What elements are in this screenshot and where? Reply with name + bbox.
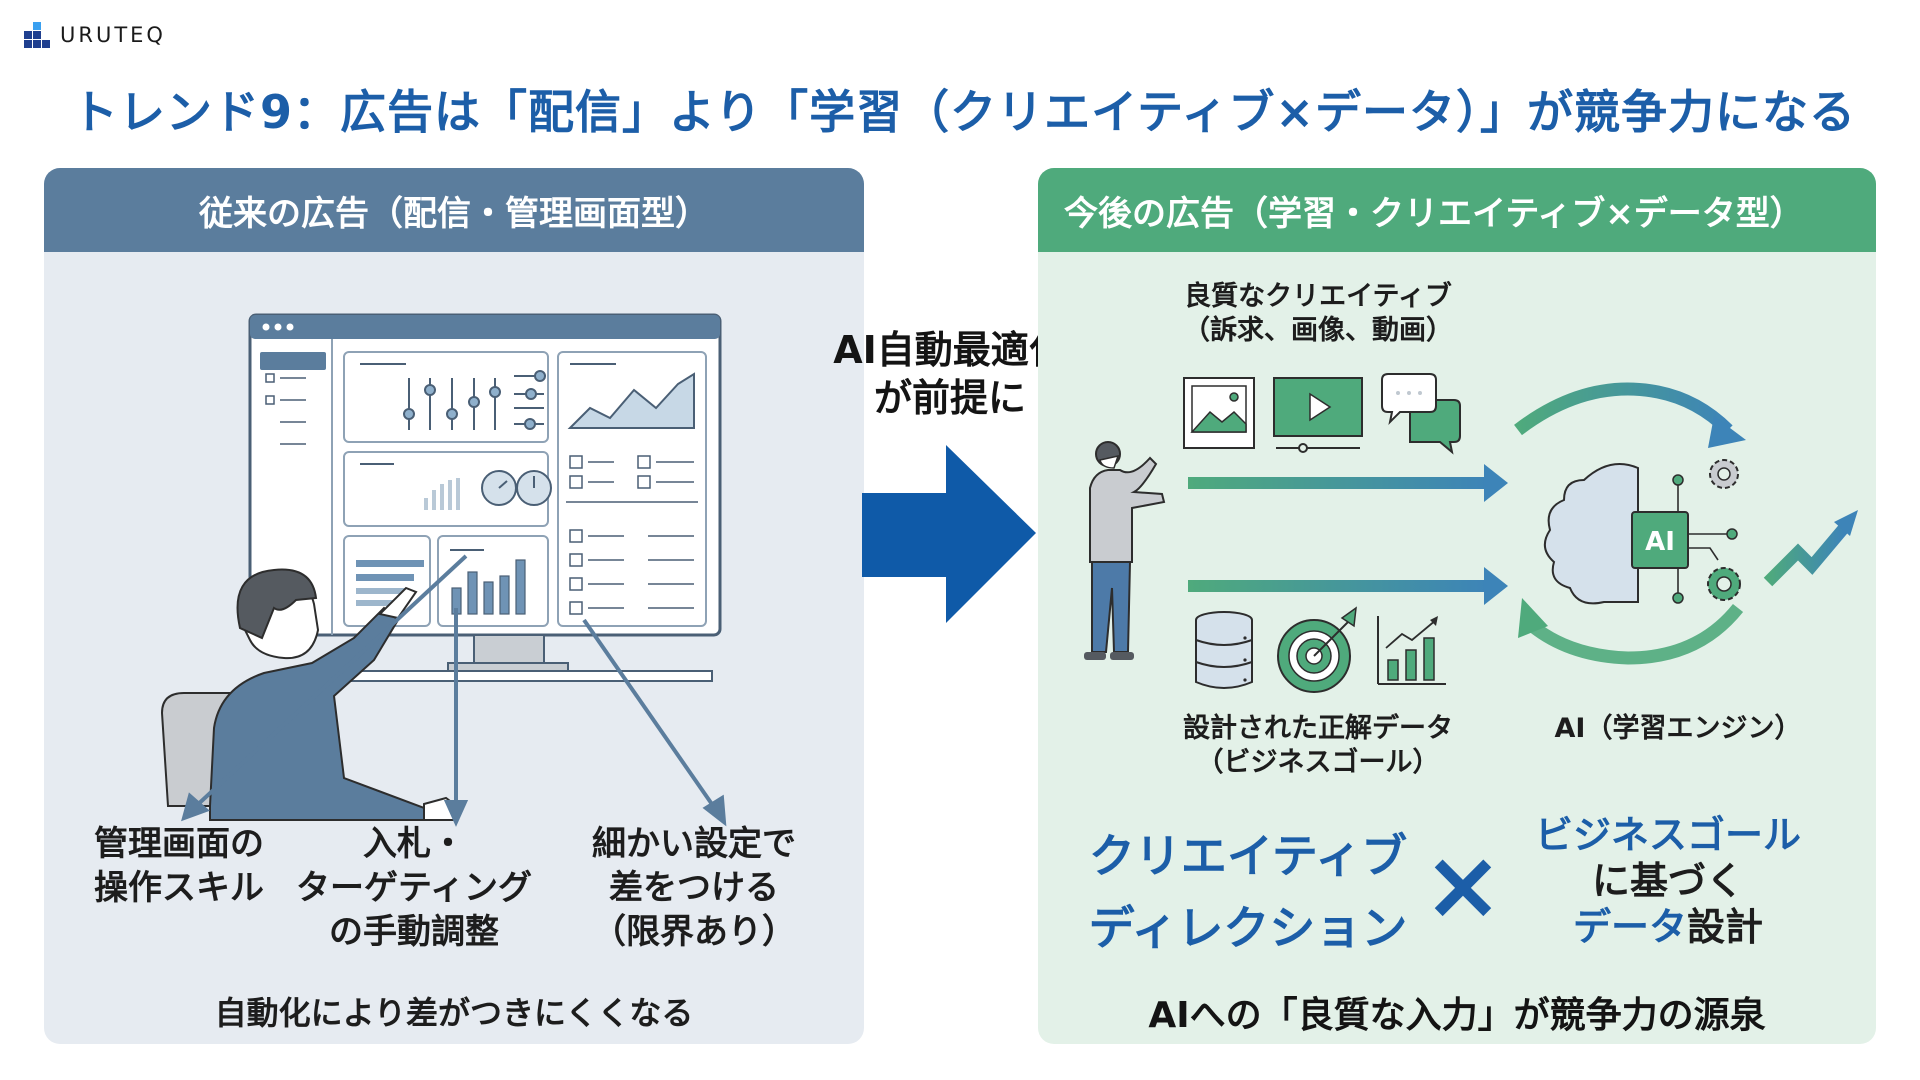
transition-caption: AI自動最適化 が前提に xyxy=(833,328,1067,420)
ai-engine-label: AI（学習エンジン） xyxy=(1554,713,1802,744)
formula-multiply-operator: × xyxy=(1422,829,1504,941)
monitor-icon xyxy=(248,313,722,682)
creative-flow-arrow xyxy=(1188,477,1488,489)
point-fine-settings: 細かい設定で差をつける（限界あり） xyxy=(592,824,796,952)
database-icon xyxy=(1195,611,1253,689)
left-panel-footer: 自動化により差がつきにくくなる xyxy=(214,994,694,1032)
point-manual-bidding: 入札・ターゲティングの手動調整 xyxy=(296,824,532,952)
ai-chip-text: AI xyxy=(1645,527,1675,557)
point-admin-skills: 管理画面の操作スキル xyxy=(94,824,264,908)
left-panel-traditional-ads: 従来の広告（配信・管理画面型） xyxy=(44,168,864,1044)
left-panel-header: 従来の広告（配信・管理画面型） xyxy=(44,168,864,252)
brand-logo: URUTEQ xyxy=(24,22,166,48)
right-panel-future-ads: 今後の広告（学習・クリエイティブ×データ型） 良質なクリエイティブ（訴求、画像、… xyxy=(1038,168,1876,1044)
learning-loop-illustration: AI xyxy=(1084,373,1858,693)
right-panel-footer: AIへの「良質な入力」が競争力の源泉 xyxy=(1148,995,1766,1036)
arrow-right-icon xyxy=(862,445,1036,623)
person-at-dashboard-illustration xyxy=(160,313,727,827)
growth-chart-icon xyxy=(1377,616,1446,685)
bar-blocks-logo-icon xyxy=(24,22,52,48)
page-title: トレンド9：広告は「配信」より「学習（クリエイティブ×データ）」が競争力になる xyxy=(72,85,1856,139)
creative-label: 良質なクリエイティブ（訴求、画像、動画） xyxy=(1183,281,1453,346)
formula-creative-direction: クリエイティブディレクション xyxy=(1088,829,1408,955)
brand-name: URUTEQ xyxy=(60,23,166,47)
data-label: 設計された正解データ（ビジネスゴール） xyxy=(1183,713,1453,778)
formula-business-goal-data: ビジネスゴール に基づく データ設計 xyxy=(1534,813,1801,949)
right-panel-header: 今後の広告（学習・クリエイティブ×データ型） xyxy=(1038,168,1876,252)
image-icon xyxy=(1183,377,1255,449)
callout-arrows xyxy=(181,554,727,827)
presenter-person-icon xyxy=(1084,441,1166,660)
ai-brain-engine-icon: AI xyxy=(1514,382,1858,665)
chat-bubbles-icon xyxy=(1381,373,1461,455)
data-flow-arrow xyxy=(1188,580,1488,592)
target-icon xyxy=(1277,606,1357,693)
video-play-icon xyxy=(1273,377,1363,453)
